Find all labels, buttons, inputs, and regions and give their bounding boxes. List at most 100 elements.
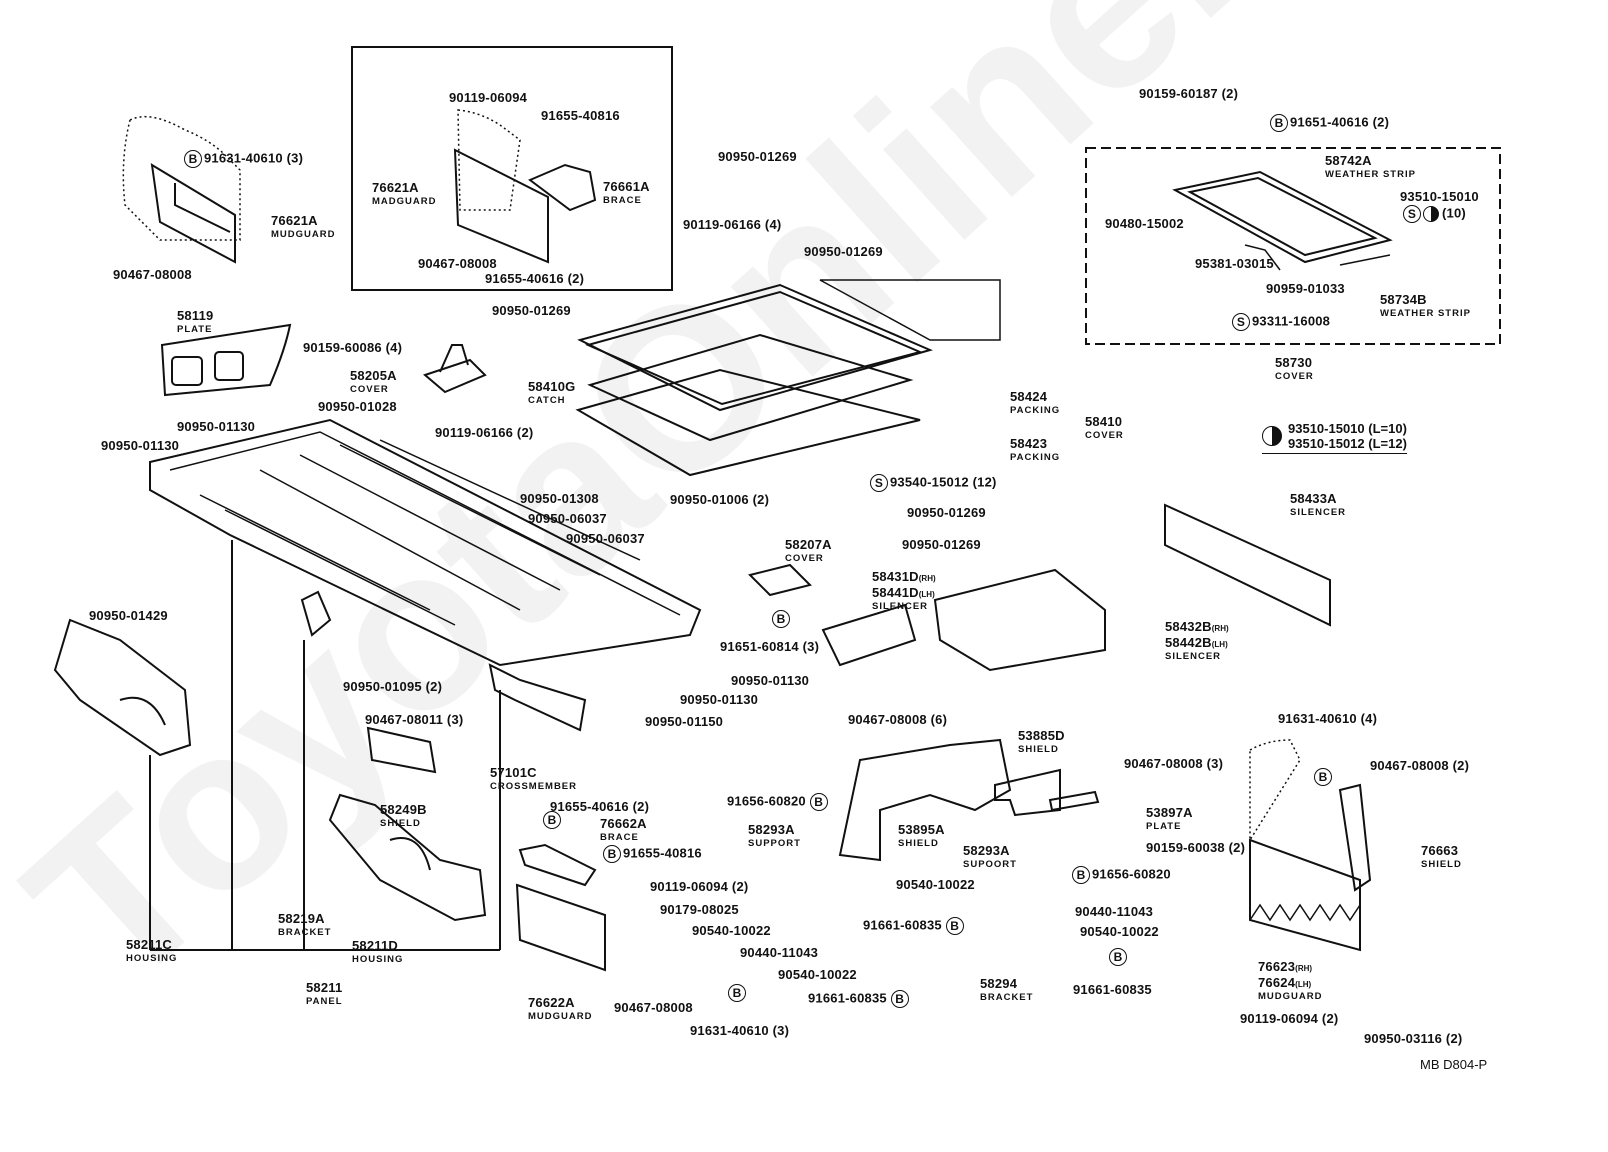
label-93510-15010-qty: S(10) bbox=[1403, 205, 1466, 223]
label-90950-01150: 90950-01150 bbox=[645, 714, 724, 729]
label-90467-08008-inset: 90467-08008 bbox=[418, 256, 497, 271]
label-91655-40816: 91655-40816 bbox=[541, 108, 620, 123]
label-91656-60820-a: 91656-60820 B bbox=[727, 793, 830, 811]
label-90959-01033: 90959-01033 bbox=[1266, 281, 1345, 296]
label-90159-60038-2: 90159-60038 (2) bbox=[1146, 840, 1246, 855]
label-90467-08008: 90467-08008 bbox=[113, 267, 192, 282]
b-symbol-icon: B bbox=[772, 610, 790, 628]
half-circle-icon bbox=[1262, 426, 1282, 446]
shield-53885D bbox=[994, 768, 1061, 817]
panel-58211 bbox=[149, 418, 702, 667]
shield-53895A bbox=[838, 738, 1012, 862]
legend-line: 93510-15010 (L=10) bbox=[1288, 421, 1407, 436]
label-90540-10022-a: 90540-10022 bbox=[692, 923, 771, 938]
silencer-58431D bbox=[821, 603, 917, 667]
label-90467-08011-3: 90467-08011 (3) bbox=[365, 712, 464, 727]
diagram-code: MB D804-P bbox=[1420, 1057, 1488, 1072]
label-91655-40616-2b: 91655-40616 (2) bbox=[550, 799, 650, 814]
label-90119-06094: 90119-06094 bbox=[449, 90, 528, 105]
b-symbol-icon: B bbox=[728, 984, 746, 1002]
label-90950-01269-a: 90950-01269 bbox=[718, 149, 797, 164]
cover-58730-frame bbox=[1172, 170, 1393, 264]
label-90119-06166-2: 90119-06166 (2) bbox=[435, 425, 534, 440]
label-90950-01130-d: 90950-01130 bbox=[680, 692, 759, 707]
label-b-91651-60814: B bbox=[772, 610, 792, 628]
b-symbol-icon: B bbox=[1314, 768, 1332, 786]
label-91661-60835-a: 91661-60835 B bbox=[808, 990, 911, 1008]
label-90540-10022-c: 90540-10022 bbox=[896, 877, 975, 892]
label-90950-01095-2: 90950-01095 (2) bbox=[343, 679, 443, 694]
label-90950-01130-a: 90950-01130 bbox=[177, 419, 256, 434]
label-90950-06037-a: 90950-06037 bbox=[528, 511, 607, 526]
brace-76662A bbox=[518, 843, 597, 887]
label-90159-60187-2: 90159-60187 (2) bbox=[1139, 86, 1239, 101]
b-symbol-icon: B bbox=[184, 150, 202, 168]
shield-76663 bbox=[1338, 783, 1372, 892]
housing-58211D bbox=[328, 793, 487, 922]
b-symbol-icon: B bbox=[603, 845, 621, 863]
label-91631-40610-3b: 91631-40610 (3) bbox=[690, 1023, 790, 1038]
label-91661-60835-b: 91661-60835 B bbox=[863, 917, 966, 935]
s-symbol-icon: S bbox=[1403, 205, 1421, 223]
cover-58205A bbox=[423, 344, 487, 394]
label-90950-01269-d: 90950-01269 bbox=[907, 505, 986, 520]
label-58432B-58442B-silencer: 58432B(RH) 58442B(LH) SILENCER bbox=[1165, 619, 1229, 662]
label-90950-01429: 90950-01429 bbox=[89, 608, 168, 623]
label-90467-08008-6: 90467-08008 (6) bbox=[848, 712, 948, 727]
inset-frame-cover-58730 bbox=[1085, 147, 1501, 345]
label-90119-06166-4: 90119-06166 (4) bbox=[683, 217, 782, 232]
b-symbol-icon: B bbox=[1109, 948, 1127, 966]
label-90467-08008-c: 90467-08008 bbox=[614, 1000, 693, 1015]
label-91655-40616-2: 91655-40616 (2) bbox=[485, 271, 585, 286]
label-90950-03116-2: 90950-03116 (2) bbox=[1364, 1031, 1463, 1046]
label-91651-60814-3: 91651-60814 (3) bbox=[720, 639, 820, 654]
label-90119-06094-2b: 90119-06094 (2) bbox=[1240, 1011, 1339, 1026]
label-90950-01308: 90950-01308 bbox=[520, 491, 599, 506]
label-b-91631-40610: B bbox=[728, 984, 748, 1002]
label-91631-40610-4: 91631-40610 (4) bbox=[1278, 711, 1378, 726]
label-90950-01269-b: 90950-01269 bbox=[804, 244, 883, 259]
label-90467-08008-3: 90467-08008 (3) bbox=[1124, 756, 1224, 771]
b-symbol-icon: B bbox=[543, 811, 561, 829]
label-b-91631-40610-4: B bbox=[1314, 768, 1334, 786]
label-90467-08008-2: 90467-08008 (2) bbox=[1370, 758, 1470, 773]
half-circle-icon bbox=[1423, 206, 1439, 222]
label-90950-01006-2: 90950-01006 (2) bbox=[670, 492, 770, 507]
label-95381-03015: 95381-03015 bbox=[1195, 256, 1274, 271]
silencer-58432B bbox=[933, 568, 1106, 672]
label-90179-08025: 90179-08025 bbox=[660, 902, 739, 917]
cover-58207A bbox=[748, 563, 812, 597]
mudguard-76623 bbox=[1249, 838, 1361, 952]
b-symbol-icon: B bbox=[1270, 114, 1288, 132]
legend: 93510-15010 (L=10) 93510-15012 (L=12) bbox=[1262, 421, 1407, 454]
label-90950-01130-b: 90950-01130 bbox=[101, 438, 180, 453]
label-90950-01269-c: 90950-01269 bbox=[492, 303, 571, 318]
silencer-58433A bbox=[1164, 503, 1331, 627]
label-b-91661-60835-c: B bbox=[1109, 948, 1129, 966]
label-90440-11043-b: 90440-11043 bbox=[1075, 904, 1154, 919]
label-90950-01028: 90950-01028 bbox=[318, 399, 397, 414]
label-93510-15010: 93510-15010 bbox=[1400, 189, 1479, 204]
s-symbol-icon: S bbox=[1232, 313, 1250, 331]
